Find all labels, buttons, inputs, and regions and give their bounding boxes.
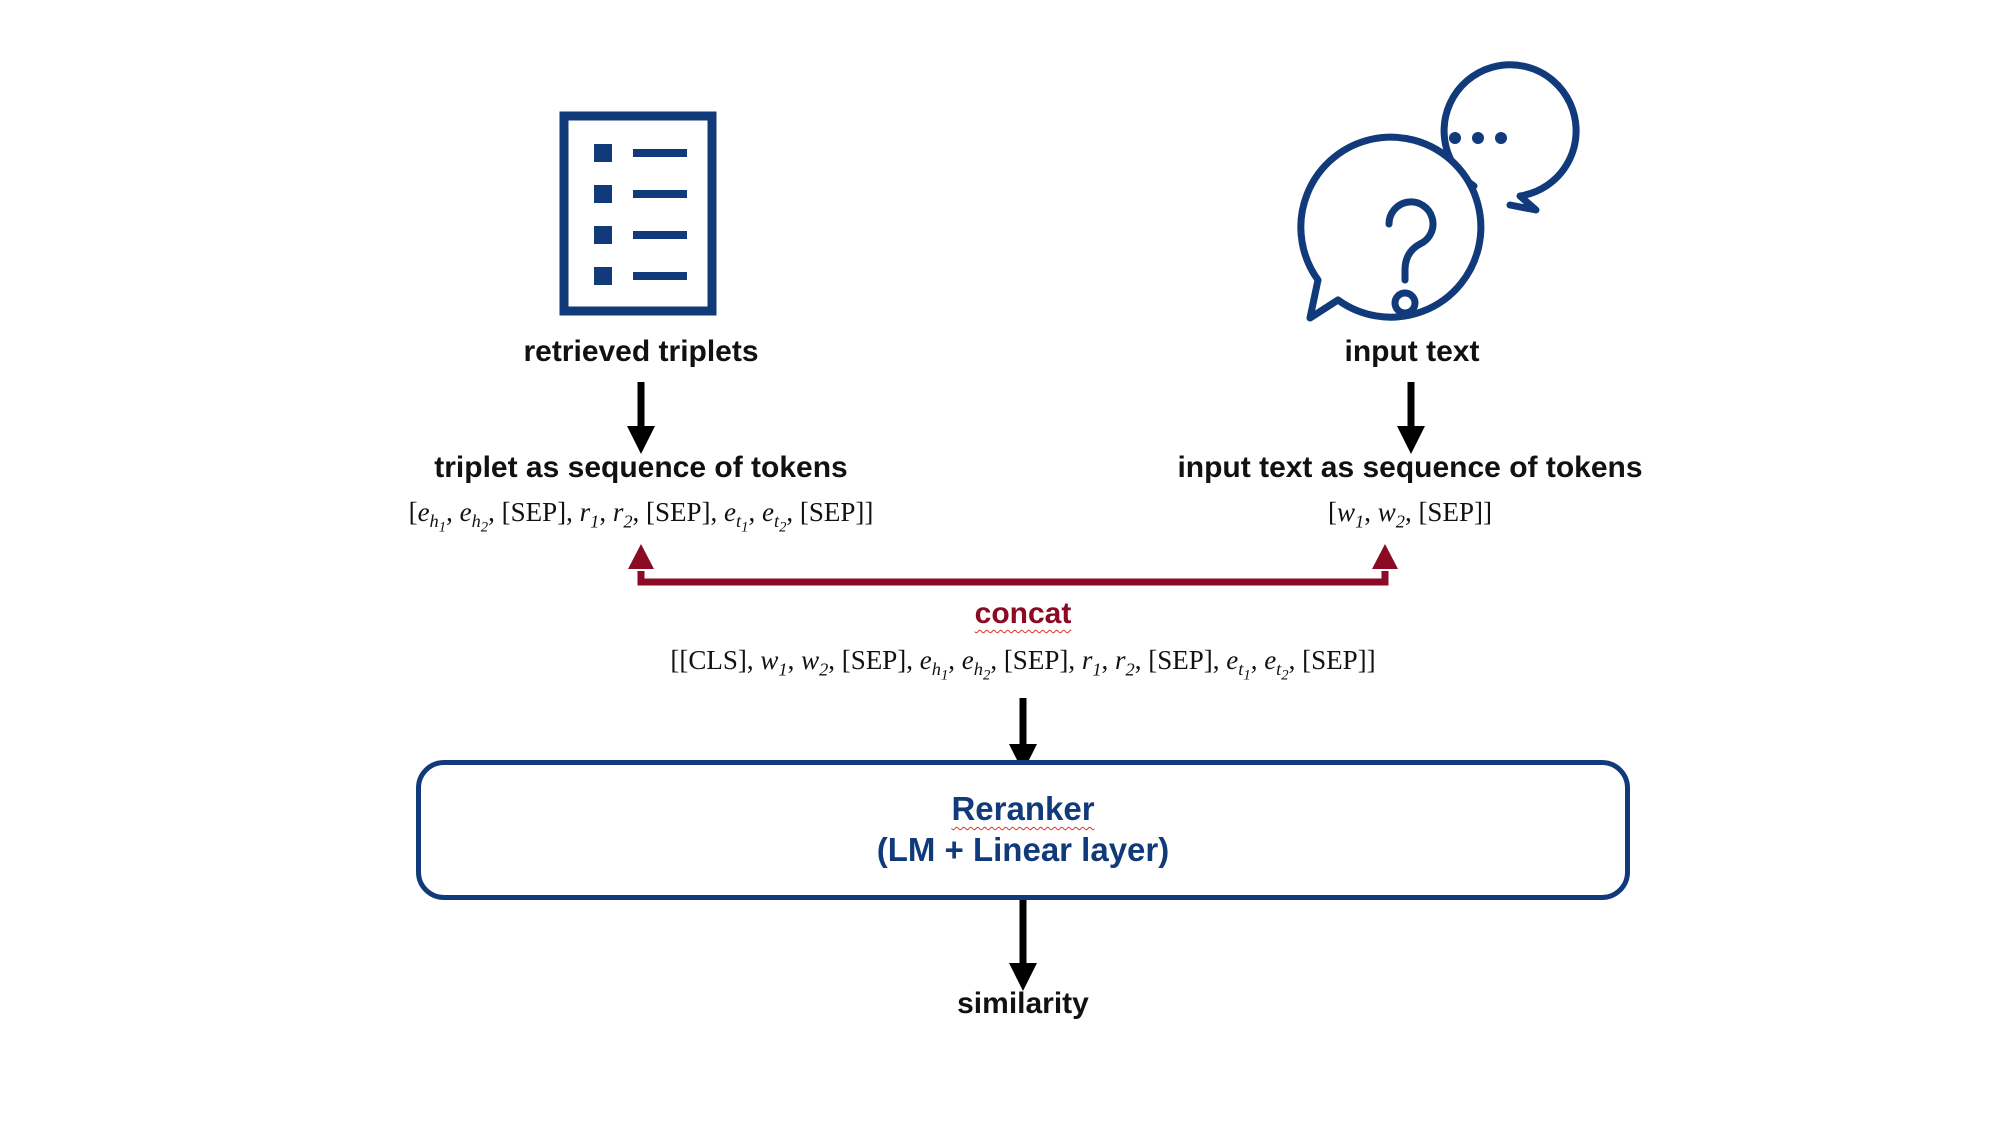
sep-token: [SEP]: [1003, 645, 1069, 675]
sep-token: [SEP]: [501, 497, 567, 527]
input-token-sequence: [w1, w2, [SEP]]: [1328, 497, 1492, 532]
concat-arrowheads: [628, 544, 1398, 569]
sep-token: [SEP]: [1148, 645, 1213, 675]
concatenated-token-sequence: [[CLS], w1, w2, [SEP], eh1, eh2, [SEP], …: [670, 645, 1376, 684]
reranker-title-text: Reranker: [951, 790, 1095, 827]
sep-token: [SEP]: [1418, 497, 1483, 527]
question-chat-bubbles-icon: [1297, 61, 1580, 322]
triplet-sequence-label: triplet as sequence of tokens: [434, 451, 848, 484]
concat-bracket: [637, 571, 1389, 586]
reranker-subtitle: (LM + Linear layer): [876, 831, 1170, 868]
triplet-token-sequence: [eh1, eh2, [SEP], r1, r2, [SEP], et1, et…: [408, 497, 874, 536]
similarity-label: similarity: [957, 987, 1089, 1020]
concat-label: concat: [974, 597, 1072, 630]
document-list-icon: [559, 111, 717, 316]
reranker-title: Reranker: [416, 790, 1630, 828]
sep-token: [SEP]: [646, 497, 711, 527]
retrieved-triplets-label: retrieved triplets: [523, 335, 759, 368]
ellipsis-icon: [1449, 132, 1507, 144]
sep-token: [SEP]: [1302, 645, 1367, 675]
input-text-label: input text: [1344, 335, 1480, 368]
sep-token: [SEP]: [799, 497, 865, 527]
input-sequence-label: input text as sequence of tokens: [1177, 451, 1643, 484]
sep-token: [SEP]: [841, 645, 907, 675]
cls-token: [CLS]: [679, 645, 747, 675]
reranker-box: [416, 760, 1630, 900]
